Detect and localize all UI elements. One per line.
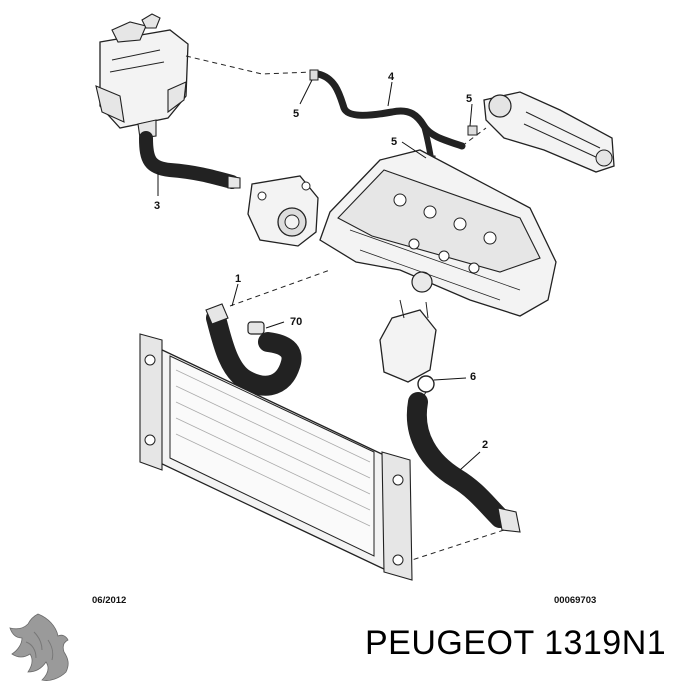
dashed-link-hose70 <box>261 333 269 343</box>
callout-4: 4 <box>388 71 395 83</box>
dashed-link-hose1-head <box>229 269 331 307</box>
dashed-link-hose2-thermostat <box>419 391 427 403</box>
hose-1 <box>205 303 302 396</box>
egr-cooler <box>483 91 615 173</box>
clip-5a <box>309 69 319 81</box>
water-pump <box>247 175 319 247</box>
callout-5c: 5 <box>466 93 472 105</box>
callout-5a: 5 <box>293 108 299 120</box>
peugeot-lion-logo <box>9 613 69 681</box>
radiator <box>139 333 413 581</box>
callout-1: 1 <box>235 273 241 285</box>
hose-70 <box>247 321 265 335</box>
diagram-code: 00069703 <box>554 595 596 606</box>
dashed-link-tank <box>185 55 313 75</box>
hose-3 <box>139 131 241 189</box>
thermostat-housing <box>379 299 437 393</box>
hose-4 <box>314 70 466 167</box>
callout-6: 6 <box>470 371 476 383</box>
leader-lines <box>157 79 481 471</box>
hose-2 <box>406 392 521 533</box>
callout-70: 70 <box>290 316 302 328</box>
expansion-tank <box>95 13 189 139</box>
date-code: 06/2012 <box>92 595 126 606</box>
callout-2: 2 <box>482 439 488 451</box>
clip-5c <box>467 125 478 136</box>
callout-5b: 5 <box>391 136 397 148</box>
brand-part-title: PEUGEOT 1319N1 <box>365 624 667 662</box>
dashed-link-egr <box>461 127 487 147</box>
dashed-link-hose2-radiator <box>411 529 505 561</box>
callout-3: 3 <box>154 200 160 212</box>
cylinder-head <box>319 149 557 317</box>
